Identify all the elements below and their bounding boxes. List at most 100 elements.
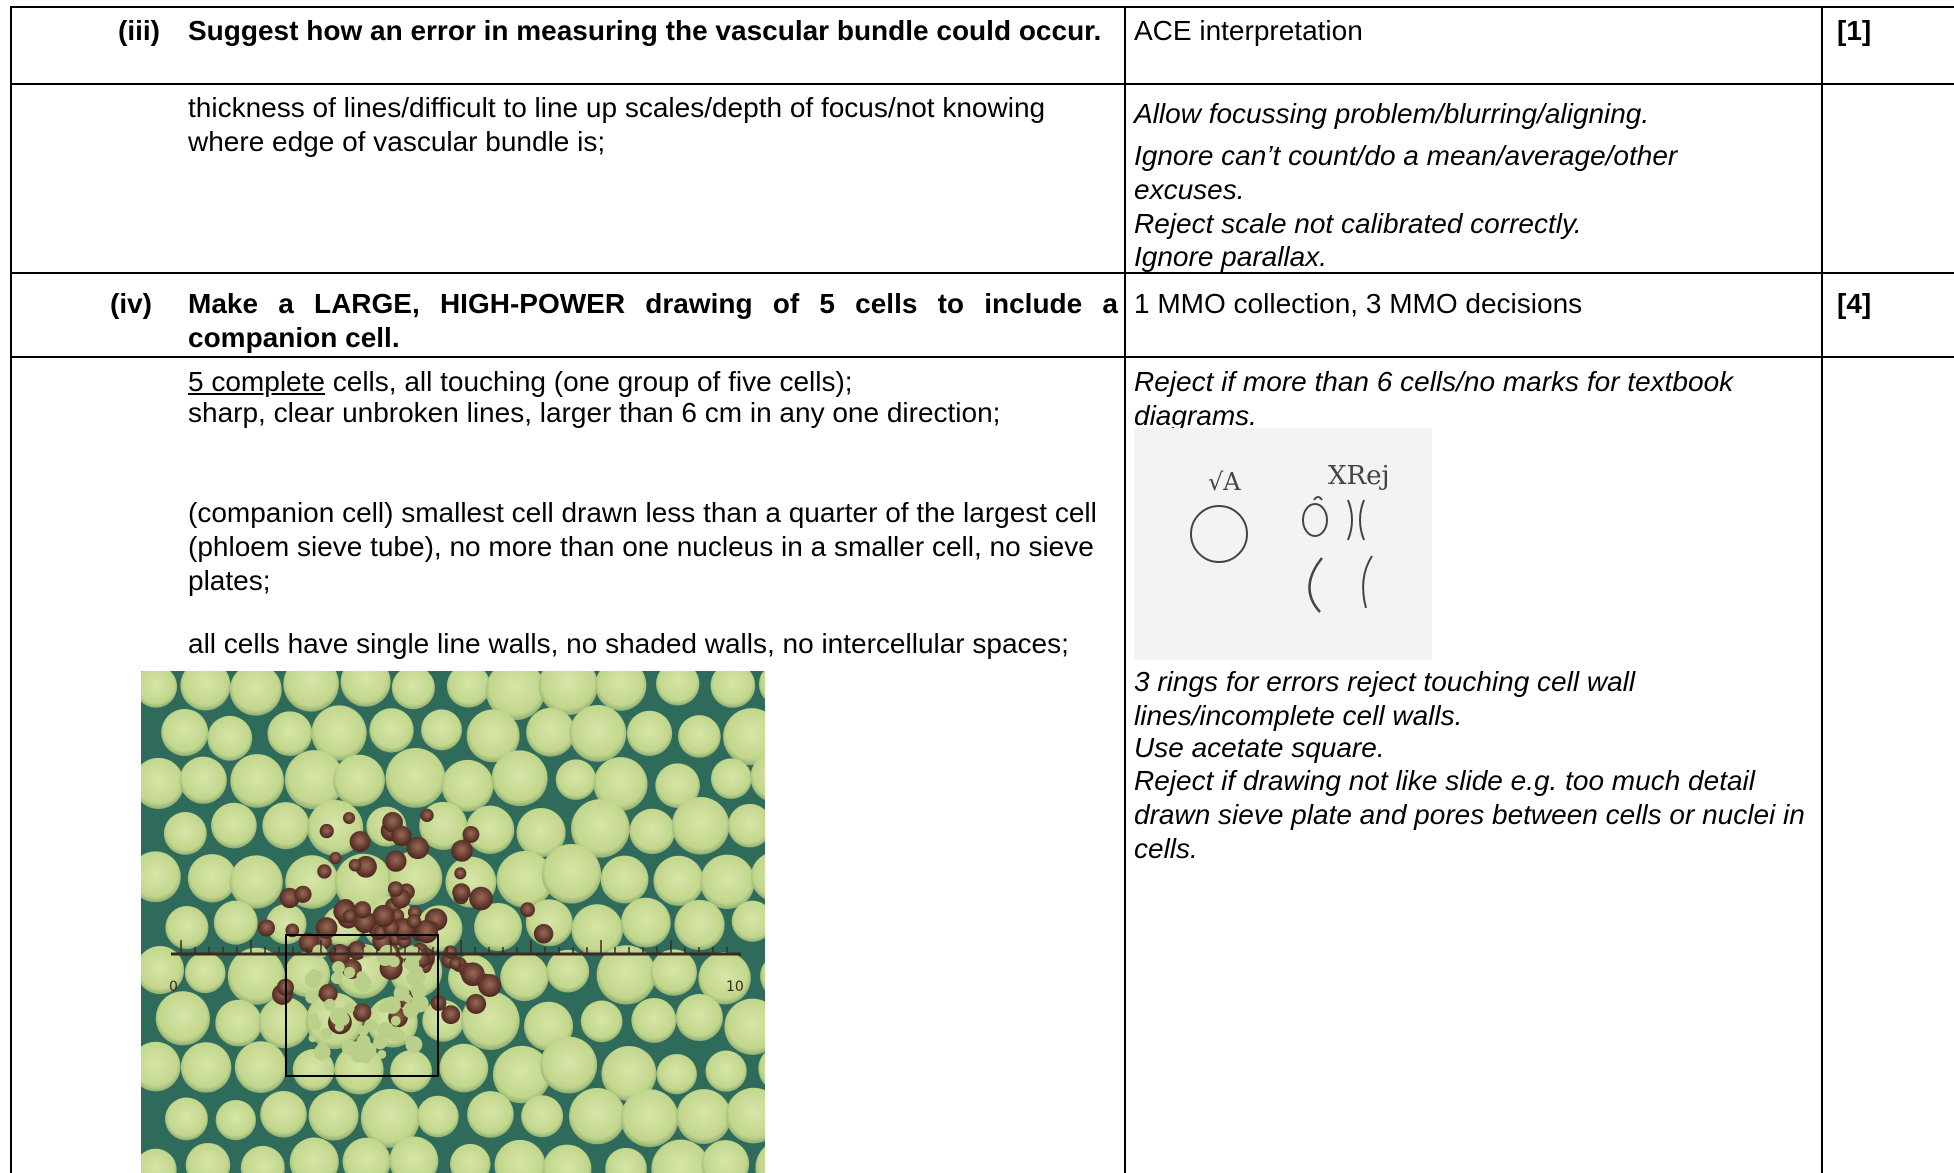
cell xyxy=(674,899,725,951)
cell xyxy=(750,854,765,899)
cell xyxy=(385,850,407,872)
cell xyxy=(349,831,371,852)
cell xyxy=(626,710,673,757)
column-divider xyxy=(1124,6,1126,1173)
cell xyxy=(569,705,627,762)
cell xyxy=(332,960,345,974)
graticule-ticks xyxy=(180,940,728,954)
cell xyxy=(439,1043,489,1093)
ring-examples-sketch: √A XRej xyxy=(1134,428,1432,660)
answer-line: sharp, clear unbroken lines, larger than… xyxy=(188,397,1001,428)
cell xyxy=(165,906,209,950)
cell xyxy=(262,802,310,850)
cell xyxy=(406,836,430,860)
cell xyxy=(678,715,721,758)
cell xyxy=(387,881,404,897)
cell xyxy=(314,970,324,981)
cell xyxy=(344,1003,355,1014)
cell xyxy=(155,991,210,1046)
cell xyxy=(308,1090,359,1141)
cell xyxy=(521,1095,564,1138)
cell xyxy=(385,747,446,808)
cell xyxy=(187,854,237,903)
cell xyxy=(731,900,765,942)
answer-line: 5 complete cells, all touching (one grou… xyxy=(188,365,1118,399)
cell xyxy=(285,923,300,938)
cell xyxy=(526,707,575,757)
cell xyxy=(580,1000,623,1043)
guidance-note: Ignore can’t count/do a mean/average/oth… xyxy=(1134,140,1678,205)
cell xyxy=(315,917,338,939)
cell xyxy=(373,1035,388,1050)
cell xyxy=(466,993,487,1014)
cell xyxy=(596,945,656,1005)
cell xyxy=(257,919,276,937)
cell xyxy=(405,1036,423,1053)
cell xyxy=(348,858,362,872)
cell-cluster xyxy=(141,671,765,1173)
accepted-ring xyxy=(1190,505,1248,563)
cell xyxy=(353,901,372,919)
cell xyxy=(462,826,480,843)
cell xyxy=(163,811,207,855)
cell xyxy=(320,1027,333,1040)
cell xyxy=(443,945,458,959)
incomplete-wall-line xyxy=(1362,555,1373,609)
cell xyxy=(451,840,473,862)
guidance-note: Ignore parallax. xyxy=(1134,241,1328,272)
cell xyxy=(755,1146,765,1173)
cell xyxy=(260,1090,307,1138)
cell xyxy=(520,902,535,918)
guidance-note: Reject if drawing not like slide e.g. to… xyxy=(1134,765,1805,864)
cell xyxy=(341,1040,358,1056)
cell xyxy=(240,1145,285,1173)
cell xyxy=(388,1026,404,1042)
cell xyxy=(701,1140,750,1173)
cell xyxy=(180,671,231,711)
cell xyxy=(311,705,367,761)
answer-line: (companion cell) smallest cell drawn les… xyxy=(188,497,1097,596)
cell xyxy=(377,1049,387,1059)
cell xyxy=(546,949,590,993)
cell xyxy=(417,1095,459,1138)
cell xyxy=(496,851,554,908)
cell xyxy=(723,708,765,766)
cell xyxy=(372,904,395,928)
cell xyxy=(267,711,313,757)
cell xyxy=(621,897,671,948)
cell xyxy=(342,1137,391,1173)
cell xyxy=(333,754,385,807)
cell xyxy=(229,855,283,909)
cell xyxy=(760,962,765,991)
cell xyxy=(710,671,756,708)
cell xyxy=(441,759,494,812)
cell xyxy=(725,1087,765,1144)
cell xyxy=(494,1139,546,1173)
cell xyxy=(466,709,520,763)
guidance-note: Allow focussing problem/blurring/alignin… xyxy=(1134,98,1650,129)
cell xyxy=(283,671,339,712)
cell xyxy=(727,803,765,848)
cell xyxy=(258,996,311,1049)
guidance-note: Reject if more than 6 cells/no marks for… xyxy=(1134,366,1734,431)
cell xyxy=(404,956,420,972)
micrograph-image: 0 10 xyxy=(141,671,765,1173)
cell xyxy=(402,1001,420,1019)
cell xyxy=(555,759,597,800)
cell xyxy=(343,966,356,979)
cell xyxy=(318,984,338,1003)
question-text: Suggest how an error in measuring the va… xyxy=(188,15,1102,46)
cell xyxy=(357,1025,369,1037)
cell xyxy=(541,844,602,904)
cell xyxy=(141,1148,177,1173)
cell xyxy=(698,952,751,1005)
cell xyxy=(651,1139,710,1173)
row-divider xyxy=(10,83,1954,85)
cell xyxy=(343,812,356,825)
cell xyxy=(631,997,677,1043)
cell xyxy=(319,823,334,839)
cell xyxy=(317,864,332,879)
answer-text: thickness of lines/difficult to line up … xyxy=(188,92,1046,157)
cell xyxy=(538,671,598,715)
